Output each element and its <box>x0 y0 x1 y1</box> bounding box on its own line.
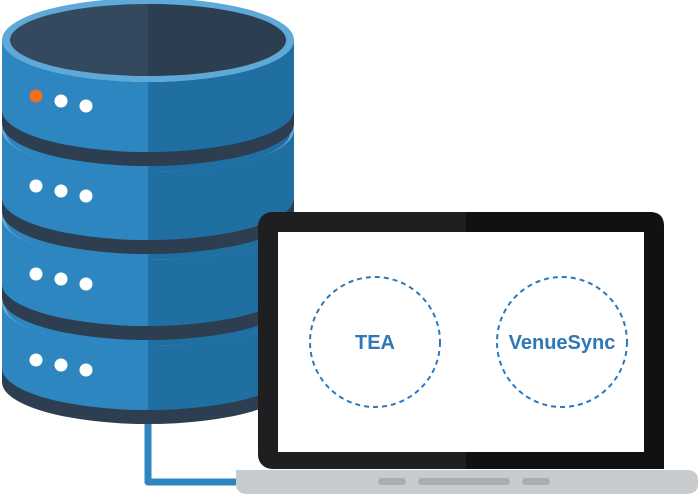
tea-circle <box>309 276 441 408</box>
status-led <box>79 189 93 203</box>
laptop-base-slot <box>378 478 406 485</box>
status-led <box>29 353 43 367</box>
status-led <box>79 277 93 291</box>
status-led <box>79 99 93 113</box>
laptop-base-slot <box>418 478 510 485</box>
laptop-base-slot <box>522 478 550 485</box>
status-led <box>79 363 93 377</box>
status-led <box>29 179 43 193</box>
tea-label: TEA <box>355 332 395 354</box>
status-led <box>54 358 68 372</box>
database-server-icon <box>2 0 294 424</box>
status-led <box>54 184 68 198</box>
venuesync-label: VenueSync <box>509 332 616 354</box>
network-cable-icon <box>144 400 260 486</box>
status-led <box>54 94 68 108</box>
laptop-icon: TEA VenueSync <box>236 212 698 494</box>
status-led <box>29 267 43 281</box>
status-led-active <box>29 89 43 103</box>
laptop-screen <box>278 232 644 452</box>
status-led <box>54 272 68 286</box>
venuesync-circle <box>496 276 628 408</box>
database-tier <box>2 0 294 166</box>
